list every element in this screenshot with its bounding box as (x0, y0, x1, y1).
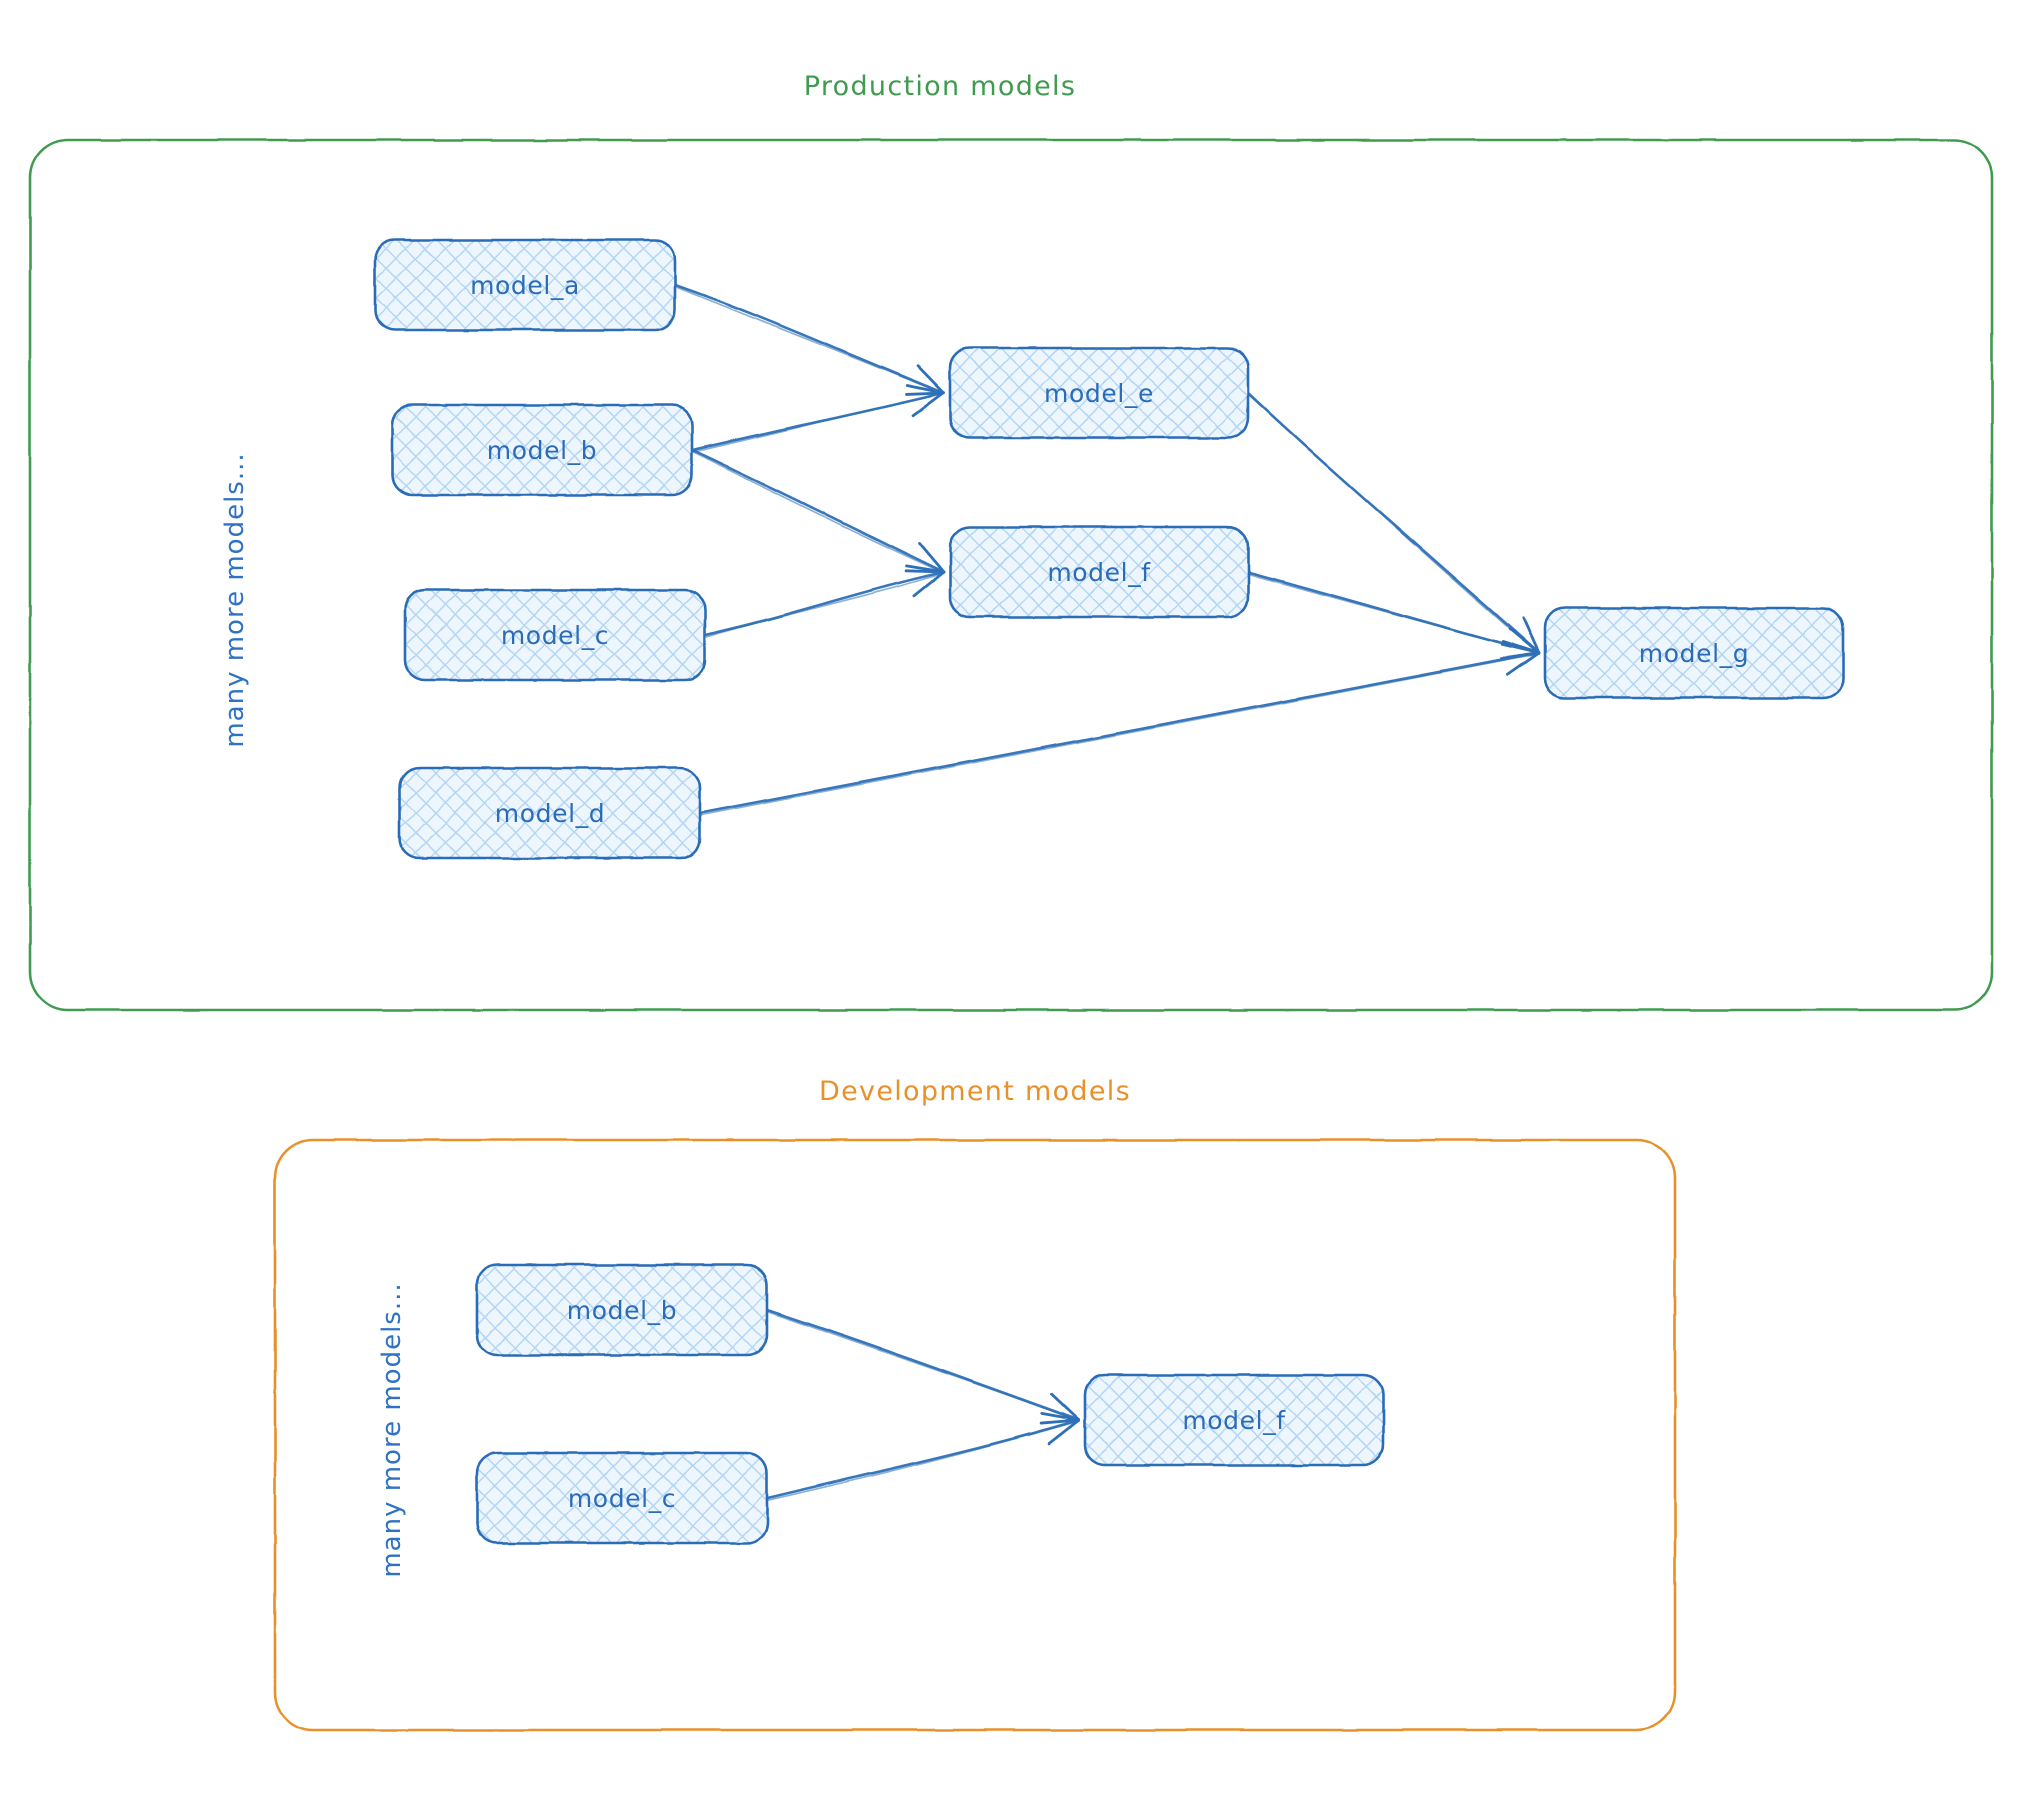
edge-arrow (673, 283, 946, 396)
node-shape[interactable] (1543, 606, 1845, 700)
node-model_b[interactable]: model_b (390, 403, 694, 497)
edge-arrow (698, 642, 1541, 816)
arrowhead (905, 564, 946, 598)
node-label: model_f (1047, 558, 1151, 587)
group-title-development: Development models (819, 1076, 1131, 1107)
group-border-production (28, 138, 1994, 1012)
node-dev_model_c[interactable]: model_c (475, 1451, 769, 1545)
edge-stroke-secondary (700, 653, 1540, 816)
arrowhead (1500, 642, 1541, 677)
node-model_f[interactable]: model_f (948, 525, 1250, 619)
node-label: model_g (1639, 639, 1749, 668)
edge-stroke-secondary (1248, 394, 1540, 655)
edge-layer-production (673, 283, 1541, 816)
side-label-production: many more models... (220, 452, 250, 747)
group-production: Production models many more models... mode… (28, 71, 1994, 1012)
arrowhead (1040, 1411, 1081, 1445)
edge-arrow (1246, 391, 1541, 655)
node-shape[interactable] (475, 1451, 769, 1545)
group-border-development (273, 1138, 1677, 1732)
node-shape[interactable] (948, 525, 1250, 619)
node-label: model_b (567, 1296, 677, 1325)
node-shape[interactable] (373, 238, 677, 332)
edge-arrow (765, 1308, 1081, 1425)
edge-stroke-primary (698, 651, 1541, 815)
edge-stroke-secondary (692, 451, 945, 574)
node-shape[interactable] (475, 1263, 769, 1357)
node-shape[interactable] (403, 588, 707, 682)
side-label-development: many more models... (377, 1282, 407, 1577)
edge-stroke-secondary (675, 286, 945, 395)
node-label: model_e (1044, 379, 1154, 408)
node-label: model_c (568, 1484, 676, 1513)
node-model_d[interactable]: model_d (398, 766, 702, 860)
arrowhead (905, 384, 946, 418)
edge-stroke-primary (703, 570, 946, 637)
group-development: Development models many more models... mod… (273, 1076, 1677, 1732)
edge-stroke-primary (690, 448, 946, 574)
node-dev_model_b[interactable]: model_b (475, 1263, 769, 1357)
node-shape[interactable] (1083, 1373, 1385, 1467)
edge-arrow (703, 564, 946, 638)
edge-stroke-secondary (767, 1311, 1080, 1422)
group-title-production: Production models (804, 71, 1076, 102)
edge-arrow (765, 1411, 1081, 1501)
node-model_a[interactable]: model_a (373, 238, 677, 332)
edge-stroke-secondary (767, 1420, 1080, 1501)
node-model_g[interactable]: model_g (1543, 606, 1845, 700)
edge-layer-development (765, 1308, 1081, 1501)
node-label: model_c (501, 621, 609, 650)
edge-stroke-secondary (692, 393, 945, 453)
node-label: model_b (487, 436, 597, 465)
edge-stroke-primary (765, 1418, 1081, 1500)
node-label: model_f (1182, 1406, 1286, 1435)
node-dev_model_f[interactable]: model_f (1083, 1373, 1385, 1467)
node-model_e[interactable]: model_e (948, 346, 1250, 440)
edge-arrow (690, 448, 946, 574)
node-shape[interactable] (398, 766, 702, 860)
node-label: model_a (470, 271, 580, 300)
node-label: model_d (495, 799, 605, 828)
edge-arrow (690, 384, 946, 453)
edge-stroke-secondary (1248, 573, 1540, 655)
edge-stroke-secondary (705, 572, 945, 638)
node-model_c[interactable]: model_c (403, 588, 707, 682)
node-shape[interactable] (948, 346, 1250, 440)
node-shape[interactable] (390, 403, 694, 497)
